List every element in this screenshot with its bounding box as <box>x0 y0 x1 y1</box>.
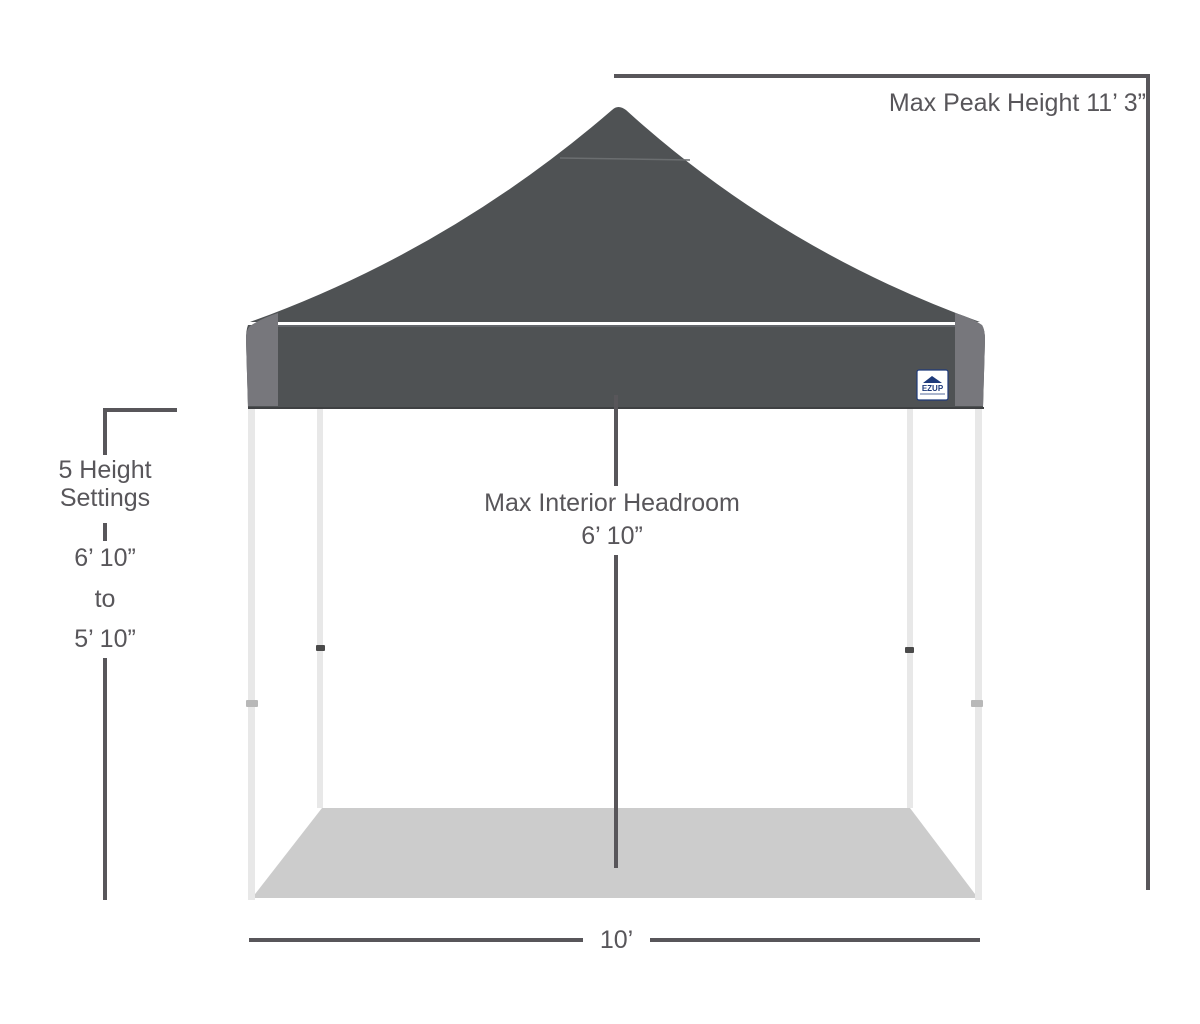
height-min-label: 5’ 10” <box>74 625 136 653</box>
back-left-leg <box>317 408 323 808</box>
height-settings-line2: Settings <box>59 484 151 512</box>
height-to-label: to <box>94 585 116 613</box>
peak-height-bracket <box>614 74 1150 890</box>
interior-headroom-label: Max Interior Headroom <box>484 489 740 517</box>
height-max-label: 6’ 10” <box>74 544 136 572</box>
valance-right-side <box>955 313 985 406</box>
back-left-adjuster <box>316 645 325 651</box>
dimension-lines <box>103 74 1150 942</box>
front-left-adjuster <box>246 700 258 707</box>
svg-text:EZUP: EZUP <box>922 384 944 393</box>
width-label: 10’ <box>599 926 634 954</box>
height-settings-bracket <box>103 408 177 455</box>
back-right-leg <box>907 408 913 808</box>
valance-left-side <box>246 313 278 406</box>
canopy-valance <box>246 325 985 408</box>
front-right-adjuster <box>971 700 983 707</box>
max-peak-height-label: Max Peak Height 11’ 3” <box>888 89 1146 117</box>
front-right-leg <box>975 408 982 900</box>
ezup-logo: EZUP <box>916 369 949 401</box>
frame-legs <box>248 408 982 900</box>
roof-seam <box>559 157 691 161</box>
canopy-roof <box>250 107 980 322</box>
height-settings-line1: 5 Height <box>58 456 152 484</box>
back-right-adjuster <box>905 647 914 653</box>
interior-headroom-value: 6’ 10” <box>581 522 643 550</box>
front-left-leg <box>248 408 255 900</box>
